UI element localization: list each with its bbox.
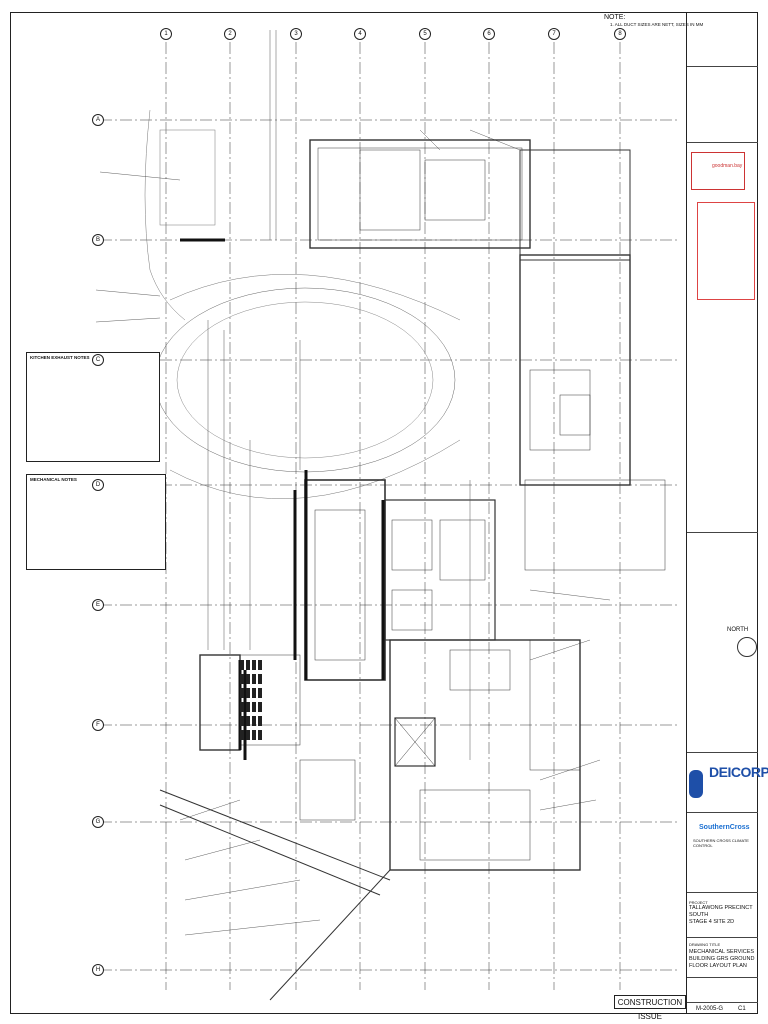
parking-hatch [252, 688, 256, 698]
leader-line [539, 759, 601, 781]
grid-bubble-column: 7 [548, 28, 560, 40]
legend-kitchen-exhaust: KITCHEN EXHAUST NOTES [26, 352, 160, 462]
grid-bubble-column: 3 [290, 28, 302, 40]
grid-bubble-row: E [92, 599, 104, 611]
drawing-line: GROUND FLOOR LAYOUT PLAN [689, 955, 755, 969]
parking-hatch [258, 674, 262, 684]
note-line: 1. ALL DUCT SIZES ARE NETT, SIZES IN MM [610, 22, 704, 28]
grid-bubble-row: D [92, 479, 104, 491]
client-logo: DEICORP [709, 764, 768, 780]
project-line: TALLAWONG PRECINCT SOUTH [689, 905, 753, 918]
parking-hatch [246, 688, 250, 698]
grid-bubble-column: 5 [419, 28, 431, 40]
title-block: goodman.bay NORTH DEICORP SouthernCross … [686, 12, 768, 1014]
leader-line [469, 129, 521, 151]
parking-hatch [240, 730, 244, 740]
deicorp-logo-icon [689, 770, 703, 798]
leader-line [419, 129, 441, 151]
floor-plan [95, 30, 680, 1001]
parking-hatch [252, 674, 256, 684]
parking-hatch [252, 660, 256, 670]
status-badge: CONSTRUCTION ISSUE [614, 995, 686, 1021]
project-label: PROJECT [689, 900, 708, 905]
grid-bubble-column: 1 [160, 28, 172, 40]
grid-bubble-column: 4 [354, 28, 366, 40]
leader-line [539, 799, 597, 811]
parking-hatch [252, 702, 256, 712]
leader-line [179, 799, 241, 821]
parking-hatch [246, 660, 250, 670]
drawing-title: DRAWING TITLE MECHANICAL SERVICES BUILDI… [689, 942, 755, 970]
grid-bubble-row: H [92, 964, 104, 976]
grid-bubble-row: G [92, 816, 104, 828]
drawing-line: BUILDING GRS [689, 955, 729, 962]
approval-stamp [697, 202, 755, 300]
contractor-logo: SouthernCross [699, 824, 750, 831]
drawing-number: M-2005-G [696, 1006, 724, 1012]
parking-hatch [246, 674, 250, 684]
project-info: PROJECT TALLAWONG PRECINCT SOUTH STAGE 4… [689, 900, 755, 926]
parking-hatch [246, 702, 250, 712]
note-title: NOTE: [604, 14, 626, 21]
contractor-sub: SOUTHERN CROSS CLIMATE CONTROL [693, 838, 749, 848]
parking-hatch [252, 730, 256, 740]
parking-hatch [258, 702, 262, 712]
leader-line [99, 171, 181, 181]
general-note: NOTE: 1. ALL DUCT SIZES ARE NETT, SIZES … [604, 14, 703, 28]
leader-line [184, 919, 321, 936]
goodman-logo: goodman.bay [691, 152, 745, 190]
grid-bubble-column: 8 [614, 28, 626, 40]
parking-hatch [258, 660, 262, 670]
leader-line [95, 317, 161, 323]
drawing-line: MECHANICAL SERVICES [689, 948, 755, 955]
grid-bubble-row: B [92, 234, 104, 246]
grid-bubble-row: F [92, 719, 104, 731]
parking-hatch [258, 730, 262, 740]
parking-hatch [240, 660, 244, 670]
goodman-label: goodman.bay [712, 163, 743, 169]
legend-heading: KITCHEN EXHAUST NOTES [30, 355, 90, 360]
drawing-sheet [10, 12, 758, 1014]
leader-line [184, 839, 261, 861]
north-arrow-icon [737, 637, 757, 657]
leader-line [95, 289, 161, 297]
parking-hatch [240, 716, 244, 726]
parking-hatch [240, 702, 244, 712]
leader-line [529, 589, 611, 601]
parking-hatch [258, 688, 262, 698]
parking-hatch [252, 716, 256, 726]
north-label: NORTH [727, 627, 749, 633]
grid-bubble-column: 2 [224, 28, 236, 40]
drawing-label: DRAWING TITLE [689, 942, 721, 947]
grid-bubble-column: 6 [483, 28, 495, 40]
grid-bubble-row: A [92, 114, 104, 126]
parking-hatch [240, 688, 244, 698]
legend-heading: MECHANICAL NOTES [30, 477, 77, 482]
leader-line [184, 879, 301, 901]
grid-bubble-row: C [92, 354, 104, 366]
parking-hatch [240, 674, 244, 684]
revision: C1 [738, 1006, 746, 1012]
parking-hatch [246, 716, 250, 726]
project-line: STAGE 4 SITE 2D [689, 918, 735, 925]
leader-line [529, 639, 591, 661]
parking-hatch [258, 716, 262, 726]
parking-hatch [246, 730, 250, 740]
